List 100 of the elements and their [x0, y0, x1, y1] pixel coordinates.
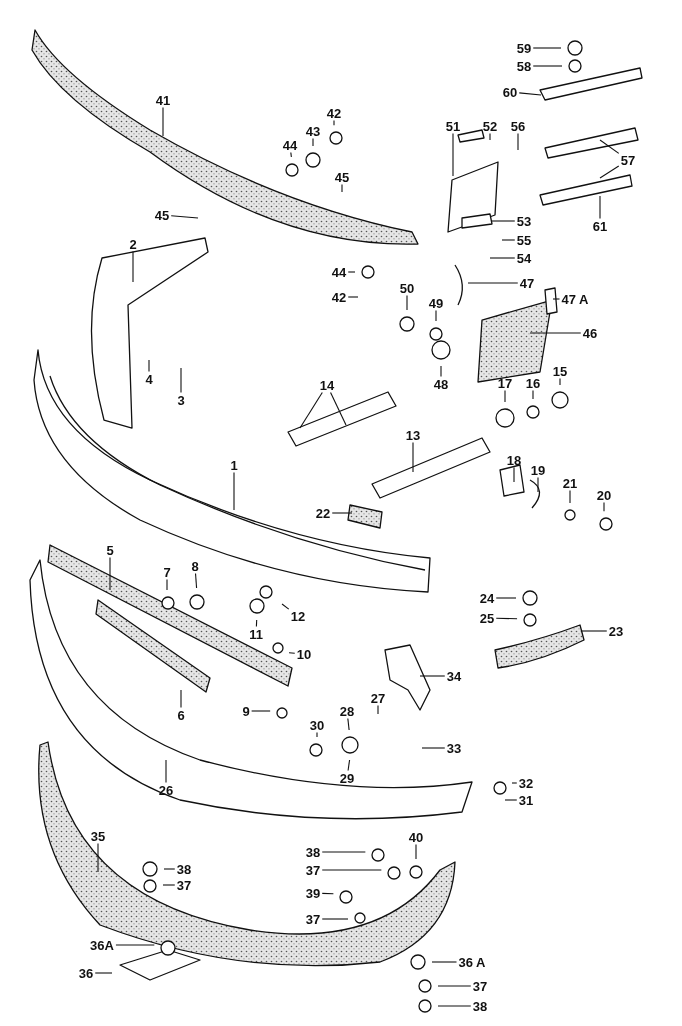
callout-number: 38 — [176, 862, 192, 876]
leader-line — [321, 851, 366, 853]
leader-line — [163, 868, 176, 870]
leader-line — [504, 799, 518, 801]
callout-number: 27 — [370, 691, 386, 705]
leader-line — [501, 239, 516, 241]
leader-line — [517, 132, 519, 151]
callout-number: 36 A — [458, 955, 486, 969]
callout-number: 43 — [305, 124, 321, 138]
callout-number: 42 — [331, 290, 347, 304]
callout-number: 48 — [433, 377, 449, 391]
leader-line — [288, 652, 296, 654]
leader-line — [532, 47, 562, 49]
callout-number: 1 — [230, 458, 238, 472]
callout-number: 54 — [516, 251, 532, 265]
callout-number: 47 — [519, 276, 535, 290]
callout-number: 16 — [525, 376, 541, 390]
callout-number: 21 — [562, 476, 578, 490]
callout-number: 14 — [319, 378, 335, 392]
leader-line — [347, 759, 351, 772]
leader-line — [559, 377, 561, 386]
leader-line — [537, 476, 539, 493]
callout-number: 56 — [510, 119, 526, 133]
leader-line — [347, 271, 356, 273]
leader-line — [321, 918, 349, 920]
callout-number: 38 — [472, 999, 488, 1013]
callout-number: 40 — [408, 830, 424, 844]
callout-number: 17 — [497, 376, 513, 390]
leader-line — [180, 689, 182, 709]
callout-number: 30 — [309, 718, 325, 732]
leader-line — [452, 132, 454, 177]
callout-number: 19 — [530, 463, 546, 477]
leader-line — [132, 250, 134, 283]
leader-line — [552, 298, 561, 300]
callout-number: 35 — [90, 829, 106, 843]
leader-line — [377, 704, 379, 715]
leader-line — [569, 489, 571, 504]
leader-line — [529, 332, 582, 334]
callout-number: 37 — [176, 878, 192, 892]
leader-line — [316, 731, 318, 738]
callout-number: 11 — [249, 627, 263, 641]
callout-number: 41 — [155, 93, 171, 107]
leader-line — [419, 675, 446, 677]
callout-number: 10 — [296, 647, 312, 661]
callout-number: 31 — [518, 793, 534, 807]
leader-line — [437, 985, 472, 987]
leader-line — [581, 630, 608, 632]
callout-number: 50 — [399, 281, 415, 295]
callout-number: 4 — [145, 372, 153, 386]
leader-line — [290, 151, 292, 158]
callout-number: 37 — [472, 979, 488, 993]
leader-line — [440, 365, 442, 378]
callout-number: 44 — [331, 265, 347, 279]
leader-line — [333, 119, 335, 126]
leader-line — [162, 884, 176, 886]
leader-line — [504, 389, 506, 403]
leader-line — [491, 220, 516, 222]
callout-number: 60 — [502, 85, 518, 99]
leader-line — [495, 597, 517, 599]
callout-number: 6 — [177, 708, 185, 722]
leader-line — [166, 578, 168, 591]
leader-line — [421, 747, 446, 749]
callout-number: 45 — [154, 208, 170, 222]
callout-number: 37 — [305, 863, 321, 877]
callout-number: 32 — [518, 776, 534, 790]
callout-number: 33 — [446, 741, 462, 755]
callout-number: 8 — [191, 559, 199, 573]
leader-line — [331, 512, 353, 514]
leader-line — [415, 843, 417, 860]
leader-line — [180, 367, 182, 394]
leader-line — [599, 195, 601, 220]
callout-number: 55 — [516, 233, 532, 247]
leader-line — [489, 132, 491, 141]
callout-number: 58 — [516, 59, 532, 73]
callout-number: 42 — [326, 106, 342, 120]
leader-line — [109, 556, 111, 591]
leader-line — [532, 65, 563, 67]
leader-line — [321, 869, 382, 871]
callout-number: 15 — [552, 364, 568, 378]
leader-line — [489, 257, 516, 259]
leader-line — [321, 892, 334, 895]
callout-number: 3 — [177, 393, 185, 407]
callout-number: 39 — [305, 886, 321, 900]
leader-line — [94, 972, 113, 974]
leader-line — [255, 619, 258, 628]
leader-line — [251, 710, 271, 712]
leader-line — [406, 294, 408, 311]
callout-number: 57 — [620, 153, 636, 167]
callout-number: 47 A — [561, 292, 589, 306]
callout-number: 49 — [428, 296, 444, 310]
leader-line — [312, 137, 314, 147]
callout-number: 2 — [129, 237, 137, 251]
leader-line — [603, 501, 605, 512]
leader-line — [148, 359, 150, 373]
callout-number: 46 — [582, 326, 598, 340]
callout-number: 22 — [315, 506, 331, 520]
callout-number: 24 — [479, 591, 495, 605]
callout-number: 25 — [479, 611, 495, 625]
callout-number: 44 — [282, 138, 298, 152]
leader-line — [195, 572, 198, 589]
